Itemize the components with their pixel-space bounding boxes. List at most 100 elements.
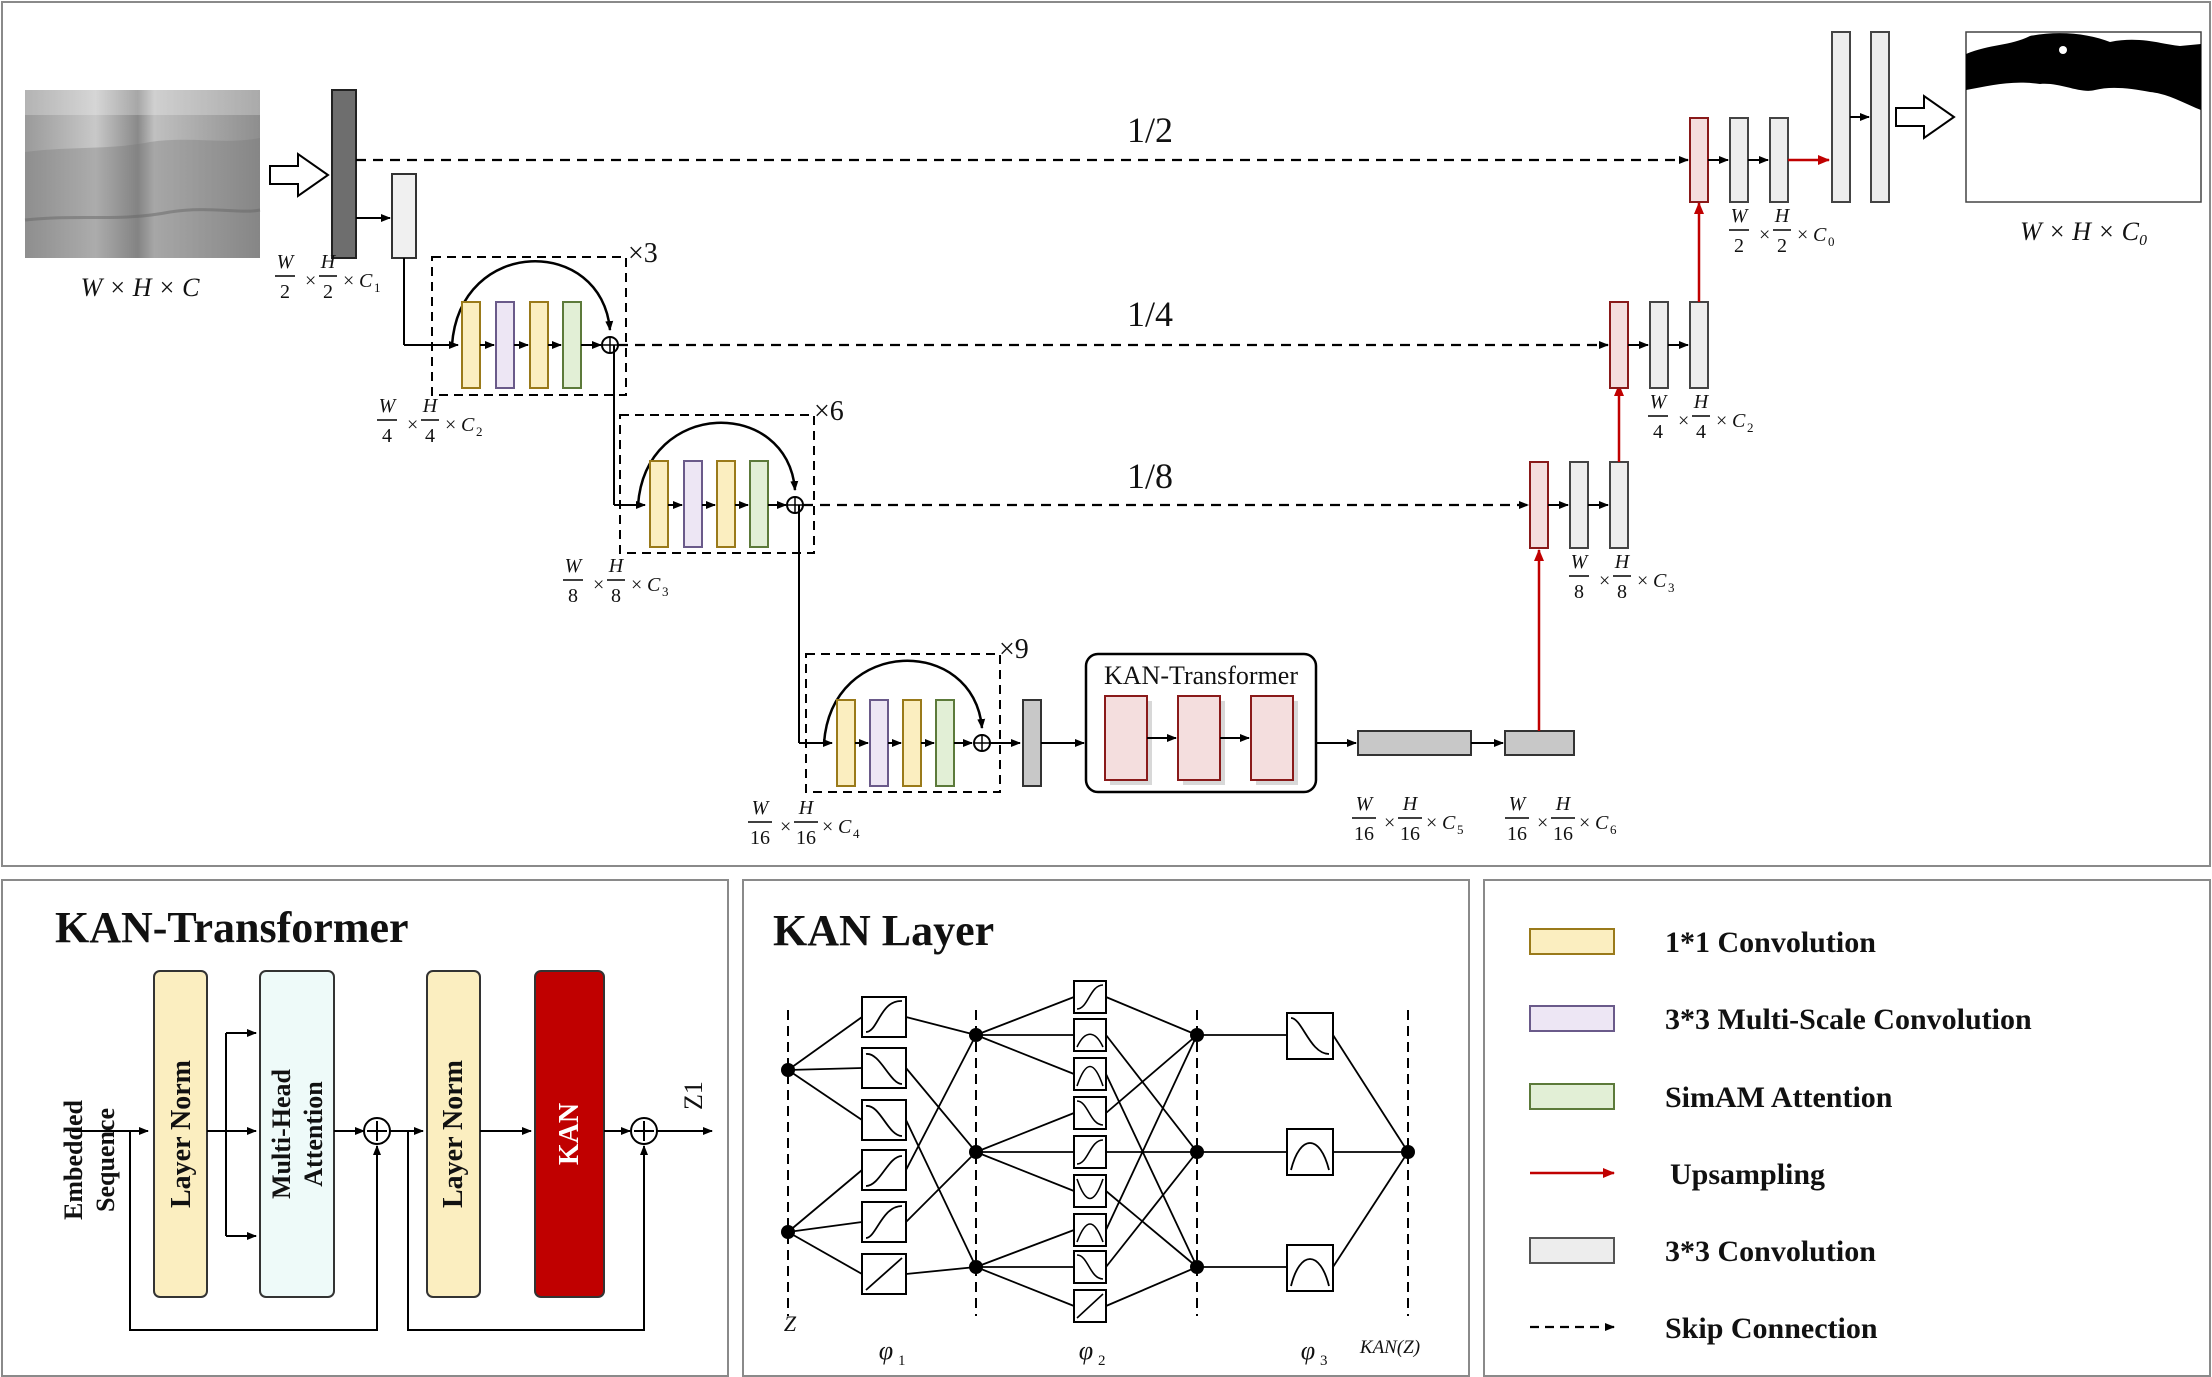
svg-text:×: × xyxy=(1759,224,1770,246)
svg-text:Skip Connection: Skip Connection xyxy=(1665,1312,1878,1345)
svg-text:3*3 Multi-Scale Convolution: 3*3 Multi-Scale Convolution xyxy=(1665,1003,2032,1036)
svg-text:16: 16 xyxy=(796,827,816,849)
svg-text:3: 3 xyxy=(1320,1353,1328,1369)
kan-layer-panel-title: KAN Layer xyxy=(773,906,994,955)
kan-layer-panel-frame xyxy=(742,879,1470,1377)
stage3-conv1x1-b xyxy=(902,699,922,787)
legend-item-conv1x1: 1*1 Convolution xyxy=(1529,926,1876,959)
stage1-msconv xyxy=(495,301,515,389)
stage3-conv1x1-a xyxy=(836,699,856,787)
kt-layer-norm-2-label: Layer Norm xyxy=(438,1060,469,1208)
kan-transformer-block-title: KAN-Transformer xyxy=(1104,661,1298,690)
output-hollow-arrow xyxy=(1895,94,1956,140)
stage1-repeat-label: ×3 xyxy=(628,238,658,269)
svg-text:16: 16 xyxy=(1400,823,1420,845)
kt-output-label: Z1 xyxy=(679,1081,708,1110)
svg-text:W: W xyxy=(1509,793,1528,815)
kt-mha-label-1: Multi-Head xyxy=(267,1068,296,1199)
stage3-simam xyxy=(935,699,955,787)
svg-text:16: 16 xyxy=(1507,823,1527,845)
stage1-conv1x1-b xyxy=(529,301,549,389)
stage2-simam xyxy=(749,460,769,548)
bottleneck-conv-block xyxy=(1022,699,1042,787)
svg-text:W: W xyxy=(565,555,584,577)
svg-text:2: 2 xyxy=(1747,420,1754,435)
kt-layer-norm-2 xyxy=(426,970,481,1298)
svg-text:16: 16 xyxy=(1354,823,1374,845)
legend-item-simam: SimAM Attention xyxy=(1529,1081,1893,1114)
svg-text:×: × xyxy=(593,574,604,596)
stem-conv-block xyxy=(331,89,357,259)
kt-layer-norm-1 xyxy=(153,970,208,1298)
skip-label-1: 1/2 xyxy=(1127,110,1173,150)
svg-text:×: × xyxy=(1716,410,1727,432)
svg-text:3*3 Convolution: 3*3 Convolution xyxy=(1665,1235,1876,1268)
svg-text:H: H xyxy=(1402,793,1419,815)
output-dims-label: W × H × C₀ xyxy=(2020,217,2148,246)
stage1-add xyxy=(601,336,619,354)
kan-transformer-panel-frame xyxy=(1,879,729,1377)
svg-text:4: 4 xyxy=(1696,421,1706,443)
dims-d6: W 16 × H 16 × C 6 xyxy=(1505,793,1617,845)
svg-text:C: C xyxy=(647,574,661,596)
input-hollow-arrow xyxy=(269,152,330,198)
svg-text:W: W xyxy=(1356,793,1375,815)
svg-text:16: 16 xyxy=(1553,823,1573,845)
svg-text:φ: φ xyxy=(1301,1336,1315,1365)
svg-text:8: 8 xyxy=(1617,581,1627,603)
skip-label-3: 1/8 xyxy=(1127,456,1173,496)
dec1-conv-a xyxy=(1729,117,1749,203)
svg-text:Sequence: Sequence xyxy=(91,1108,120,1212)
svg-text:C: C xyxy=(1813,224,1827,246)
svg-text:4: 4 xyxy=(853,826,860,841)
dims-u2: W 4 × H 4 × C 2 xyxy=(1648,391,1754,443)
kan-input-label: Z xyxy=(784,1311,797,1336)
svg-text:×: × xyxy=(780,816,791,838)
svg-text:W: W xyxy=(1571,551,1590,573)
svg-text:H: H xyxy=(320,251,337,273)
input-image xyxy=(24,90,261,258)
legend-panel-frame xyxy=(1483,879,2211,1377)
svg-text:3: 3 xyxy=(662,584,669,599)
svg-text:×: × xyxy=(1426,812,1437,834)
kt-input-label: Embedded Sequence xyxy=(59,1100,120,1220)
stage2-repeat-label: ×6 xyxy=(814,396,844,427)
legend-item-upsampling: Upsampling xyxy=(1530,1158,1825,1191)
kan-layer-network xyxy=(781,980,1415,1323)
kt-kan-label: KAN xyxy=(554,1103,585,1165)
svg-text:1: 1 xyxy=(374,280,381,295)
dec1-conv-b xyxy=(1769,117,1789,203)
svg-text:×: × xyxy=(407,414,418,436)
svg-text:4: 4 xyxy=(425,425,435,447)
stage2-add xyxy=(786,496,804,514)
svg-text:1*1 Convolution: 1*1 Convolution xyxy=(1665,926,1876,959)
stage3-repeat-box xyxy=(805,653,1001,793)
kt-kan-block xyxy=(534,970,605,1298)
svg-text:W: W xyxy=(379,395,398,417)
svg-text:×: × xyxy=(1579,812,1590,834)
svg-text:2: 2 xyxy=(1777,235,1787,257)
dims-d3: W 8 × H 8 × C 3 xyxy=(563,555,669,607)
svg-text:φ: φ xyxy=(1079,1336,1093,1365)
dec2-upsample-block xyxy=(1609,301,1629,389)
svg-text:×: × xyxy=(1599,570,1610,592)
legend: 1*1 Convolution 3*3 Multi-Scale Convolut… xyxy=(1529,926,2032,1345)
dims-d4: W 16 × H 16 × C 4 xyxy=(748,797,860,849)
svg-text:5: 5 xyxy=(1457,822,1464,837)
svg-text:W: W xyxy=(1731,205,1750,227)
stage1-repeat-box xyxy=(431,256,627,396)
legend-item-msconv: 3*3 Multi-Scale Convolution xyxy=(1529,1003,2032,1036)
stage3-add xyxy=(973,734,991,752)
svg-text:3: 3 xyxy=(1668,580,1675,595)
svg-text:H: H xyxy=(1614,551,1631,573)
svg-text:4: 4 xyxy=(1653,421,1663,443)
legend-item-skip: Skip Connection xyxy=(1530,1312,1878,1345)
bottleneck-bar-c6 xyxy=(1504,730,1575,756)
svg-text:H: H xyxy=(422,395,439,417)
legend-item-conv3x3: 3*3 Convolution xyxy=(1529,1235,1876,1268)
svg-text:2: 2 xyxy=(280,281,290,303)
svg-text:1: 1 xyxy=(898,1353,906,1369)
svg-text:2: 2 xyxy=(1734,235,1744,257)
kt-sub-block-2 xyxy=(1177,695,1221,781)
kt-sub-block-1 xyxy=(1104,695,1148,781)
